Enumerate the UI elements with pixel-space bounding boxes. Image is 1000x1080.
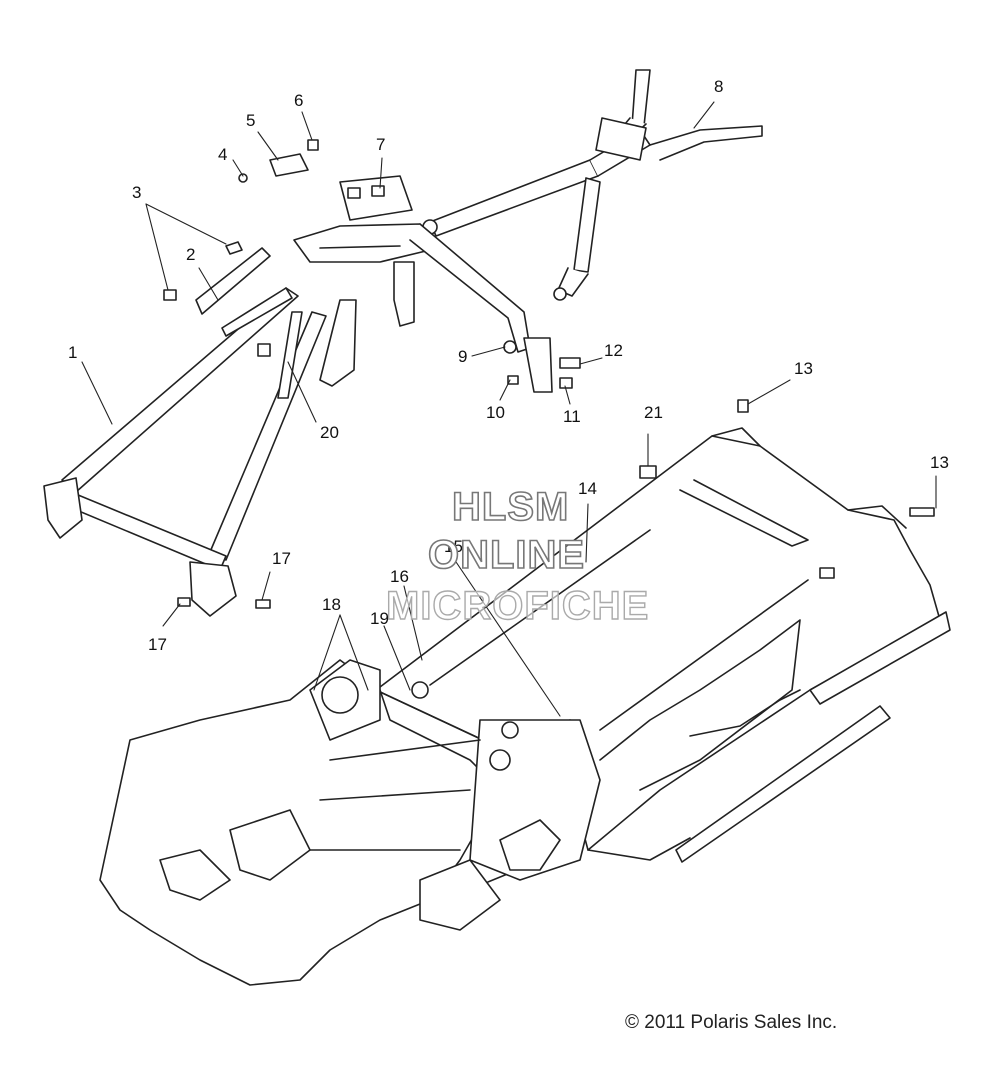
callout-13-top: 13: [794, 359, 813, 378]
callout-18: 18: [322, 595, 341, 614]
callout-7: 7: [376, 135, 386, 154]
callout-4: 4: [218, 145, 228, 164]
watermark-line-3: MICROFICHE: [385, 584, 650, 628]
callout-3: 3: [132, 183, 142, 202]
watermark-line-1: HLSM: [451, 485, 570, 529]
callout-11: 11: [563, 407, 581, 426]
hardware-fasteners: [163, 139, 935, 609]
callout-8: 8: [714, 77, 724, 96]
callout-10: 10: [486, 403, 505, 422]
callout-17-left: 17: [148, 635, 167, 654]
callout-9: 9: [458, 347, 468, 366]
front-bulkhead-frame: [99, 659, 601, 986]
callout-14: 14: [578, 479, 597, 498]
callout-5: 5: [246, 111, 256, 130]
callout-13-right: 13: [930, 453, 949, 472]
watermark-line-2: ONLINE: [427, 533, 586, 577]
callout-15: 15: [444, 537, 463, 556]
copyright-notice: © 2011 Polaris Sales Inc.: [625, 1012, 838, 1033]
callout-19: 19: [370, 609, 389, 628]
part-8-rear-support-bar: [422, 69, 763, 301]
callout-17-right: 17: [272, 549, 291, 568]
callout-21: 21: [644, 403, 663, 422]
callout-2: 2: [186, 245, 196, 264]
callout-1: 1: [68, 343, 78, 362]
part-1-front-tube-frame: [43, 247, 357, 617]
part-7-upper-bracket: [293, 175, 553, 393]
leader-lines: [81, 101, 937, 717]
callout-16: 16: [390, 567, 409, 586]
callout-20: 20: [320, 423, 339, 442]
callout-6: 6: [294, 91, 304, 110]
callout-12: 12: [604, 341, 623, 360]
